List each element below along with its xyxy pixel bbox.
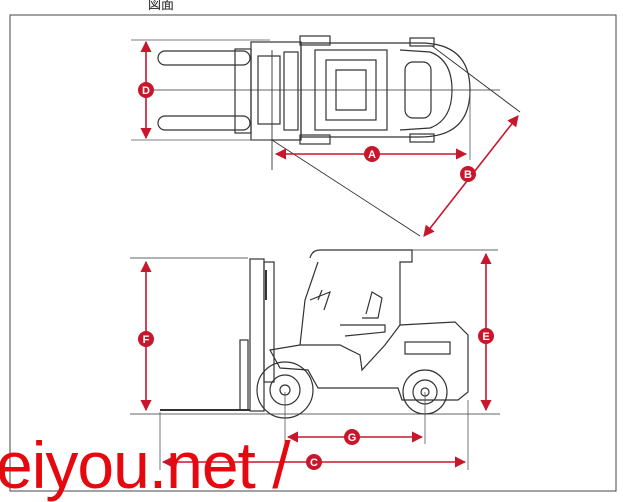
drawing-caption: 図面 bbox=[148, 0, 175, 13]
dimension-f: F bbox=[138, 260, 154, 412]
svg-text:C: C bbox=[310, 457, 318, 469]
svg-text:F: F bbox=[143, 334, 150, 346]
dimension-c: C bbox=[159, 400, 469, 470]
svg-text:E: E bbox=[482, 331, 489, 343]
dimension-b: B bbox=[423, 115, 519, 237]
forklift-top-view bbox=[150, 35, 521, 237]
forklift-side-view bbox=[130, 249, 500, 419]
drawing-border bbox=[9, 14, 617, 492]
svg-text:G: G bbox=[348, 432, 357, 444]
svg-text:B: B bbox=[464, 169, 472, 181]
dimension-a: A bbox=[274, 92, 471, 162]
watermark-text: eiyou.net / bbox=[0, 428, 291, 502]
svg-text:A: A bbox=[368, 149, 376, 161]
dimension-d: D bbox=[131, 39, 270, 141]
svg-text:D: D bbox=[142, 85, 150, 97]
dimension-e: E bbox=[478, 252, 494, 412]
dimension-g: G bbox=[284, 392, 426, 445]
